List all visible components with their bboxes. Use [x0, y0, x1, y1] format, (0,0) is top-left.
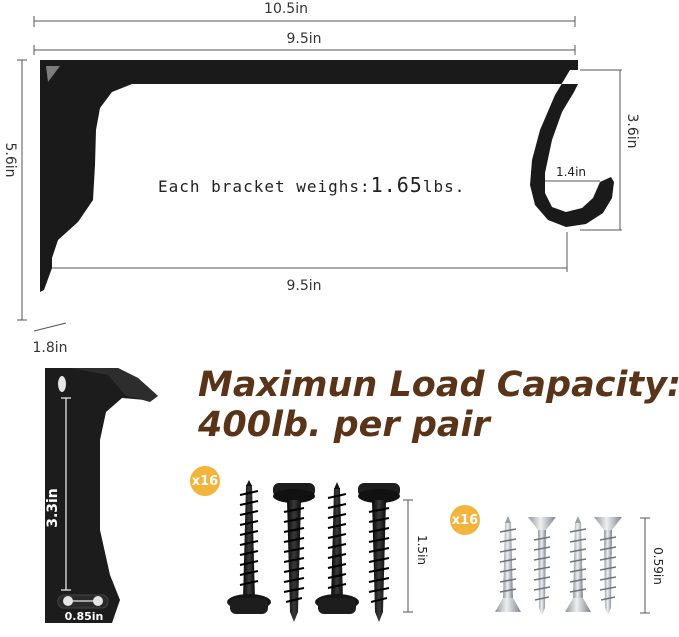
- black-screw: [358, 483, 400, 622]
- bracket-front-view: [45, 368, 158, 623]
- load-capacity-headline: Maximun Load Capacity:: [198, 365, 679, 405]
- top-hole: [58, 376, 66, 392]
- hook-drop-label: 3.6in: [624, 113, 640, 148]
- hook-width-label: 1.4in: [556, 165, 586, 179]
- bottom-width-label: 9.5in: [286, 278, 321, 294]
- silver-screw: [528, 517, 556, 615]
- small-screw-length-label: 0.59in: [651, 547, 665, 585]
- plate-width-label: 0.85in: [65, 610, 104, 623]
- plate-height-label: 3.3in: [45, 488, 61, 528]
- depth-label: 1.8in: [32, 340, 67, 356]
- top-width-label: 9.5in: [286, 31, 321, 47]
- dimension-lines: [17, 16, 622, 332]
- silver-screw: [594, 517, 622, 615]
- black-screws: [227, 480, 413, 622]
- black-screw-count-badge: x16: [190, 466, 220, 496]
- silver-screw: [495, 516, 521, 612]
- total-width-label: 10.5in: [264, 1, 308, 17]
- silver-screw-count-badge: x16: [450, 505, 480, 535]
- bracket-side-view: [40, 60, 614, 292]
- black-screw: [273, 483, 315, 622]
- silver-screw: [565, 516, 591, 612]
- bracket-highlight: [46, 66, 60, 82]
- height-label: 5.6in: [2, 142, 18, 177]
- silver-screws: [495, 516, 650, 615]
- screw-length-label: 1.5in: [415, 535, 429, 565]
- load-capacity-value: 400lb. per pair: [198, 405, 490, 445]
- black-screw: [227, 480, 271, 614]
- black-screw: [315, 482, 359, 614]
- weight-text: Each bracket weighs:1.65lbs.: [158, 173, 465, 197]
